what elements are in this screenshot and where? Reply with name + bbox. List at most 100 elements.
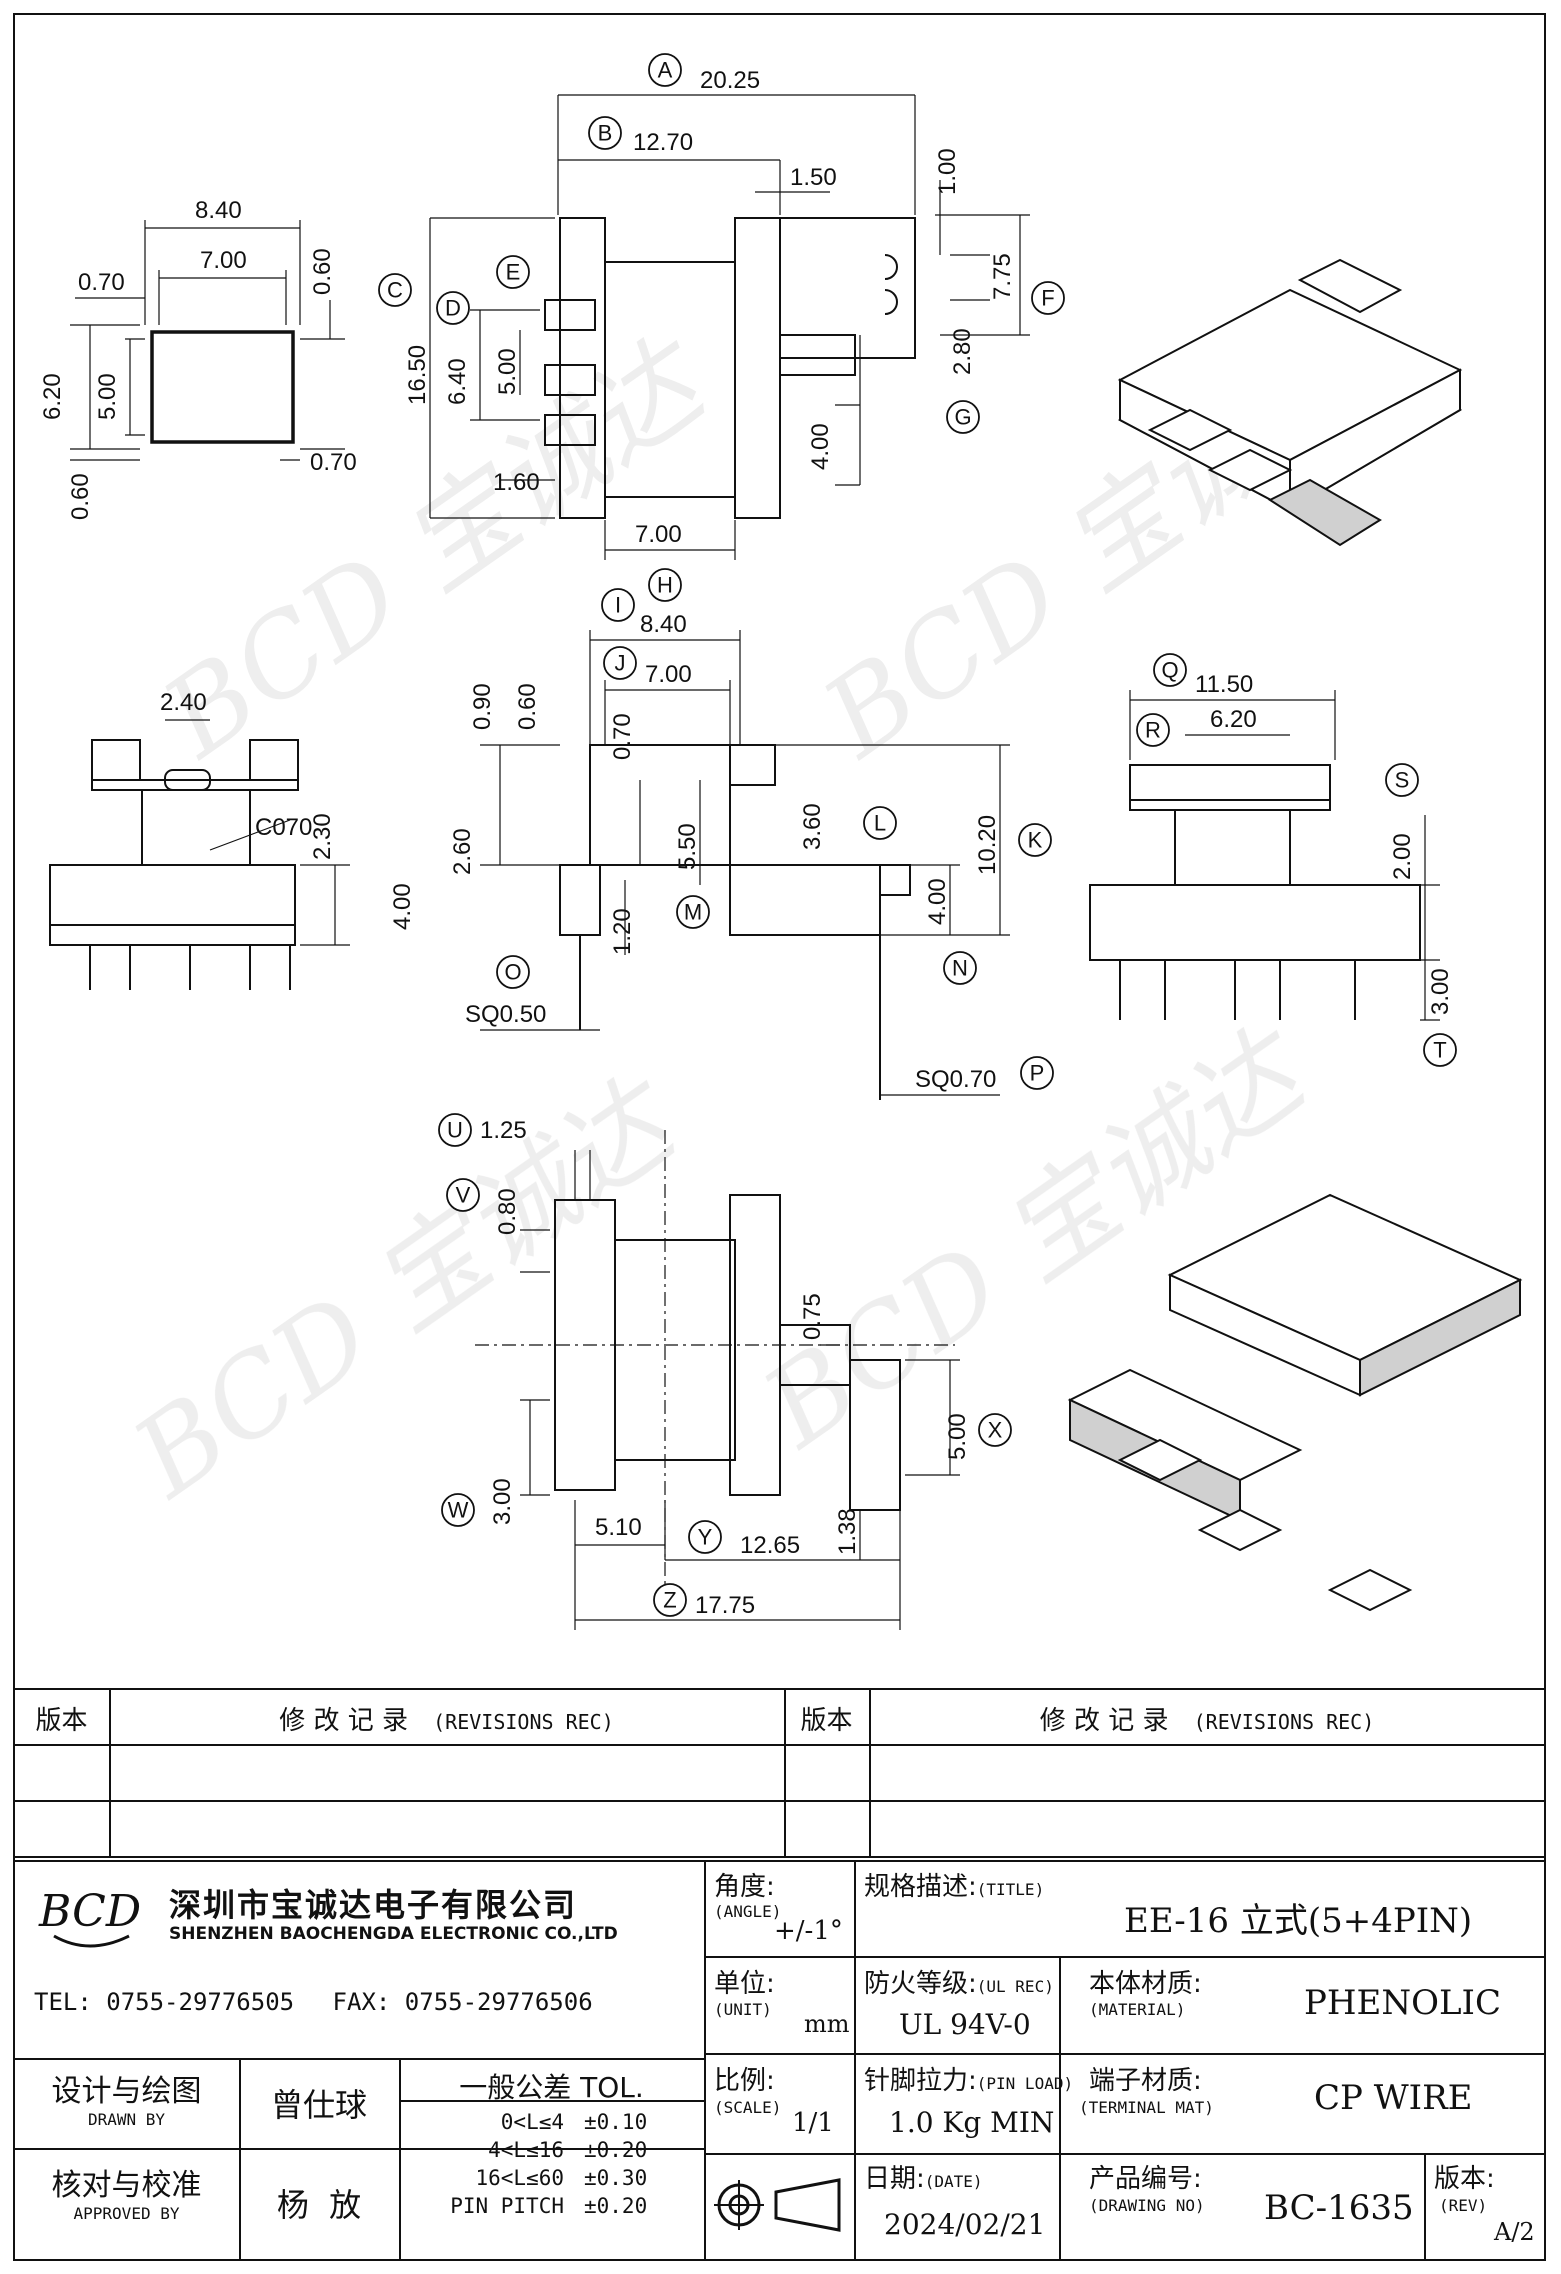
dim-label: 4.00 (807, 423, 834, 470)
callout-b: B (588, 116, 622, 150)
ul-value: UL 94V-0 (899, 2008, 1031, 2041)
material-value: PHENOLIC (1304, 1983, 1501, 2023)
unit-label: 单位: (714, 1969, 775, 1999)
svg-text:F: F (1041, 286, 1054, 311)
svg-text:Y: Y (698, 1525, 713, 1550)
svg-text:W: W (448, 1498, 469, 1523)
dim-label: 12.70 (633, 129, 693, 156)
dim-label: 8.40 (640, 611, 687, 638)
tolerance-table: 0<L≤4±0.10 4<L≤16±0.20 16<L≤60±0.30 PIN … (399, 2108, 704, 2220)
fax-label: FAX: (332, 1988, 391, 2016)
dim-label: 0.80 (494, 1188, 521, 1235)
date-label: 日期:(DATE) (864, 2164, 983, 2194)
callout-t: T (1423, 1033, 1457, 1067)
dim-label: 6.20 (1210, 706, 1257, 733)
approved-label: 核对与校准 (51, 2168, 202, 2203)
svg-text:D: D (445, 296, 461, 321)
scale-value: 1/1 (792, 2108, 834, 2138)
designed-label: 设计与绘图 (51, 2074, 202, 2109)
dim-label: SQ0.50 (465, 1001, 546, 1028)
callout-i: I (601, 588, 635, 622)
fax-value: 0755-29776506 (404, 1988, 593, 2016)
svg-text:J: J (615, 651, 626, 676)
rev-label-en: (REV) (1439, 2196, 1488, 2215)
material-label-en: (MATERIAL) (1089, 2000, 1186, 2019)
svg-text:X: X (988, 1418, 1003, 1443)
core-window-view: 8.40 7.00 0.70 0.60 6.20 5.00 0.70 0.60 (39, 197, 357, 520)
rev-record-zh: 修 改 记 录 (1039, 1706, 1169, 1736)
company-name-zh: 深圳市宝诚达电子有限公司 (169, 1886, 578, 1924)
dim-label: 7.00 (645, 661, 692, 688)
svg-text:B: B (598, 121, 613, 146)
dim-label: 1.00 (934, 148, 961, 195)
callout-r: R (1136, 713, 1170, 747)
dim-label: 0.70 (310, 449, 357, 476)
callout-z: Z (653, 1583, 687, 1617)
dim-label: 6.20 (39, 373, 66, 420)
dim-label: 2.00 (1389, 833, 1416, 880)
callout-n: N (943, 951, 977, 985)
callout-w: W (441, 1493, 475, 1527)
tolerance-header: 一般公差 TOL. (459, 2071, 644, 2104)
title-block: 版本 修 改 记 录 (REVISIONS REC) 版本 修 改 记 录 (R… (14, 1688, 1545, 2260)
dim-label: 12.65 (740, 1532, 800, 1559)
dim-label: 1.20 (609, 908, 636, 955)
dim-label: 5.00 (494, 348, 521, 395)
dim-label: 17.75 (695, 1592, 755, 1619)
dim-label: 4.00 (924, 878, 951, 925)
designed-cell: 设计与绘图 DRAWN BY (14, 2066, 239, 2129)
dim-label: 16.50 (404, 345, 431, 405)
rev-col-record: 修 改 记 录 (REVISIONS REC) (109, 1700, 784, 1737)
rev-value: A/2 (1494, 2218, 1535, 2246)
svg-text:N: N (952, 956, 968, 981)
dim-label: 7.00 (635, 521, 682, 548)
dim-label: C070 (255, 814, 312, 841)
callout-j: J (603, 646, 637, 680)
svg-text:C: C (387, 278, 403, 303)
svg-text:A: A (658, 58, 673, 83)
tel-value: 0755-29776505 (106, 1988, 295, 2016)
ul-label: 防火等级:(UL REC) (864, 1969, 1054, 1999)
callout-v: V (446, 1178, 480, 1212)
material-label: 本体材质: (1089, 1969, 1202, 1999)
company-name-en: SHENZHEN BAOCHENGDA ELECTRONIC CO.,LTD (169, 1924, 618, 1944)
callout-g: G (946, 400, 980, 434)
callout-e: E (496, 255, 530, 289)
terminal-label-en: (TERMINAL MAT) (1079, 2098, 1214, 2117)
date-value: 2024/02/21 (884, 2208, 1046, 2241)
tolerance-row: 0<L≤4±0.10 (500, 2110, 648, 2134)
callout-l: L (863, 806, 897, 840)
watermark: BCD 宝诚达 BCD 宝诚达 BCD 宝诚达 BCD 宝诚达 (110, 314, 1393, 1523)
tolerance-row: 4<L≤16±0.20 (488, 2138, 648, 2162)
callout-s: S (1385, 763, 1419, 797)
svg-text:BCD: BCD (38, 1886, 141, 1937)
angle-value: +/-1° (774, 1916, 843, 1946)
scale-label: 比例: (714, 2066, 775, 2096)
dim-label: 3.00 (489, 1478, 516, 1525)
isometric-view-top (1117, 258, 1463, 547)
svg-text:P: P (1030, 1061, 1045, 1086)
drawing-value: BC-1635 (1264, 2188, 1414, 2228)
dim-label: 1.38 (834, 1508, 861, 1555)
company-contact: TEL: 0755-29776505 FAX: 0755-29776506 (34, 1988, 704, 2016)
callout-u: U (438, 1113, 472, 1147)
rev-record-zh: 修 改 记 录 (279, 1706, 409, 1736)
rev-col-version-2: 版本 (800, 1706, 853, 1736)
dim-label: 7.00 (200, 247, 247, 274)
svg-text:G: G (954, 405, 971, 430)
callout-k: K (1018, 823, 1052, 857)
dim-label: 3.00 (1427, 968, 1454, 1015)
approved-label-en: APPROVED BY (73, 2204, 180, 2223)
callout-d: D (436, 291, 470, 325)
callout-f: F (1031, 281, 1065, 315)
callout-a: A (648, 53, 682, 87)
dim-label: 5.00 (944, 1413, 971, 1460)
svg-text:Q: Q (1161, 658, 1178, 683)
approved-cell: 核对与校准 APPROVED BY (14, 2160, 239, 2223)
dim-label: 3.60 (799, 803, 826, 850)
callout-x: X (978, 1413, 1012, 1447)
svg-text:U: U (447, 1118, 463, 1143)
approved-name: 杨 放 (276, 2186, 362, 2224)
